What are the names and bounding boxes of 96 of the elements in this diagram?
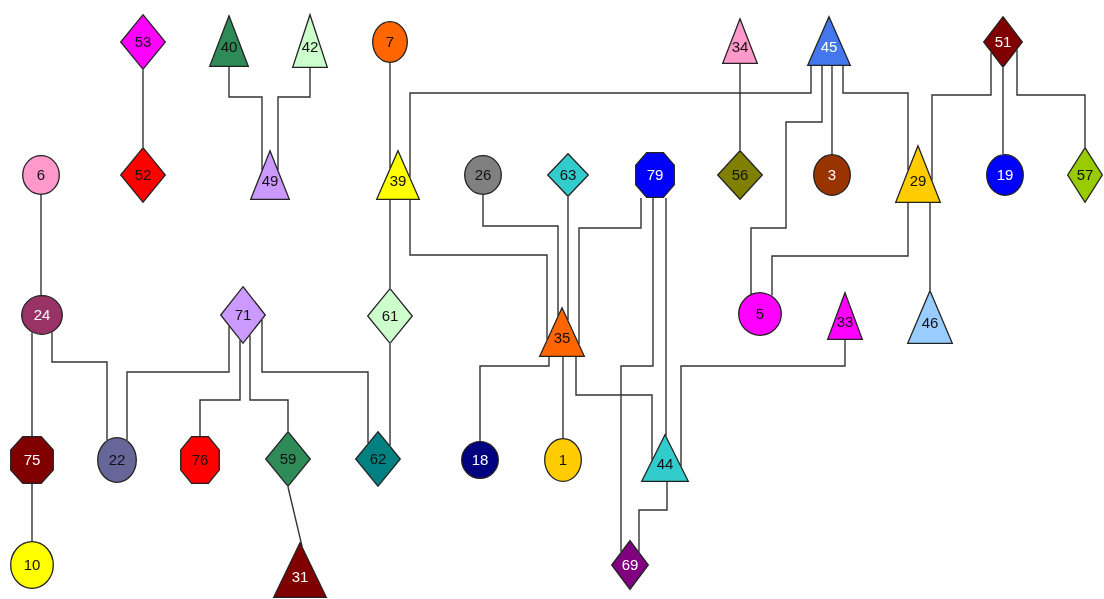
diamond-node [120,147,166,203]
connector-line [479,356,550,442]
circle-node [464,155,502,195]
node-label: 45 [819,39,839,55]
diamond-node [983,16,1023,68]
node-label: 33 [835,313,855,330]
diamond-node [547,153,589,197]
connector-line [638,481,668,553]
node-label: 53 [133,34,153,50]
diamond-node [611,540,649,590]
diamond-node [1067,147,1103,203]
node-label: 19 [995,167,1015,183]
node-label: 24 [32,307,52,323]
triangle-node [209,15,249,67]
triangle-node [250,150,290,200]
node-label: 39 [388,173,408,189]
triangle-node [539,307,585,357]
connector-line [771,202,909,297]
node-label: 61 [380,308,400,324]
connector-line [665,197,667,437]
connector-line [40,194,42,296]
connector-line [1002,67,1004,155]
connector-line [620,197,654,553]
node-label: 31 [290,568,310,585]
node-label: 7 [384,34,396,50]
octagon-node [635,152,675,198]
connector-line [562,356,564,439]
node-label: 69 [620,557,640,573]
connector-line [142,69,144,148]
connector-line [578,197,642,345]
circle-node [21,295,63,335]
connector-line [739,63,741,151]
connector-line [831,65,833,155]
node-label: 40 [219,39,239,56]
diamond-node [367,288,413,344]
node-label: 49 [260,173,280,189]
node-label: 1 [557,452,569,468]
node-label: 3 [826,167,838,183]
node-label: 59 [278,451,298,467]
triangle-node [722,18,758,64]
node-label: 79 [645,167,665,183]
triangle-node [907,290,953,344]
node-label: 44 [655,455,675,472]
diamond-node [220,286,266,344]
diamond-node [717,150,763,200]
node-label: 42 [300,39,320,56]
triangle-node [376,150,420,200]
node-label: 46 [920,315,940,332]
connector-line [389,343,391,447]
diamond-node [355,431,401,487]
node-label: 75 [22,452,42,468]
octagon-node [180,436,220,484]
circle-node [10,541,54,589]
node-label: 62 [368,451,388,467]
triangle-node [273,542,327,598]
circle-node [986,154,1024,196]
node-label: 57 [1075,167,1095,183]
connector-line [931,51,992,181]
node-label: 22 [107,452,127,468]
node-label: 51 [993,34,1013,50]
node-label: 52 [133,167,153,183]
node-label: 63 [558,167,578,183]
node-label: 29 [908,172,928,189]
triangle-node [895,145,941,203]
node-label: 26 [473,167,493,183]
connector-line [929,202,931,291]
node-label: 34 [730,38,750,55]
circle-node [738,292,782,336]
diamond-node [265,431,311,487]
circle-node [813,154,851,196]
connector-line [750,65,823,295]
triangle-node [641,434,689,482]
node-label: 6 [35,167,47,183]
circle-node [372,21,408,63]
circle-node [22,155,60,195]
node-label: 56 [730,167,750,183]
triangle-node [292,14,328,68]
node-label: 76 [190,452,210,468]
node-label: 10 [22,557,42,573]
triangle-node [807,16,851,66]
circle-node [544,438,582,482]
circle-node [461,441,499,479]
node-label: 71 [233,307,253,323]
connector-line [389,199,391,289]
connector-line [51,331,108,441]
node-label: 5 [754,306,766,322]
triangle-node [827,292,863,340]
octagon-node [10,436,54,484]
node-label: 18 [470,452,490,468]
connector-line [31,331,33,437]
diamond-node [120,14,166,70]
node-label: 35 [552,330,572,346]
connector-line [31,483,33,542]
connector-line [249,334,289,432]
circle-node [97,437,137,483]
connector-line [389,62,391,169]
